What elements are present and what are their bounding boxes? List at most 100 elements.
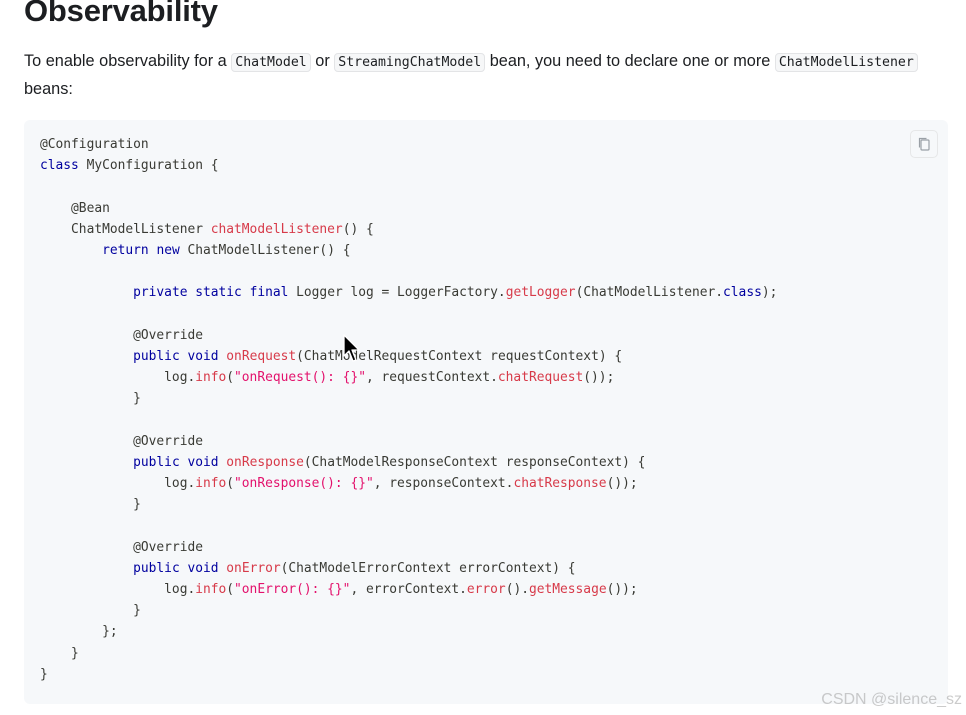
code-token: chatRequest (497, 370, 584, 386)
code-token: class (723, 285, 762, 301)
code-token: } (40, 391, 141, 407)
code-token: getLogger (505, 285, 576, 301)
code-token (40, 561, 133, 576)
code-token (40, 285, 133, 300)
code-token: ()); (583, 370, 615, 386)
inline-code-chatmodellistener: ChatModelListener (774, 53, 918, 72)
code-token: }; (40, 624, 118, 640)
code-line (40, 515, 777, 536)
code-token: @Configuration (40, 137, 149, 152)
code-token: (). (505, 581, 529, 597)
code-token: info (195, 476, 227, 491)
code-line: @Override (40, 431, 777, 452)
copy-button[interactable] (910, 130, 938, 158)
code-line: } (40, 643, 777, 664)
code-token: log. (40, 476, 196, 491)
code-token: public (133, 348, 180, 364)
code-token: ); (761, 285, 778, 301)
code-token: (ChatModelListener. (575, 285, 724, 301)
code-token: () { (342, 221, 374, 237)
code-token: ()); (606, 476, 638, 491)
code-line: public void onError(ChatModelErrorContex… (40, 558, 777, 579)
code-token: @Override (133, 327, 203, 343)
code-token: ()); (606, 581, 638, 597)
code-token: @Override (133, 539, 203, 555)
code-line: log.info("onError(): {}", errorContext.e… (40, 579, 777, 600)
code-token: , errorContext. (350, 581, 467, 597)
code-token (40, 540, 133, 555)
code-line: public void onResponse(ChatModelResponse… (40, 452, 777, 473)
code-line: }; (40, 621, 777, 642)
code-token: ( (226, 476, 235, 491)
code-token: error (466, 581, 506, 597)
code-token: } (40, 666, 48, 682)
code-token: } (40, 603, 141, 619)
code-line: class MyConfiguration { (40, 155, 777, 176)
code-line: return new ChatModelListener() { (40, 240, 777, 261)
code-token: new (156, 242, 180, 258)
code-token: Logger log = LoggerFactory. (288, 285, 506, 301)
code-line: } (40, 388, 777, 409)
code-line (40, 261, 777, 282)
code-token: (ChatModelErrorContext errorContext) { (280, 560, 576, 576)
code-token: onRequest (226, 348, 297, 364)
code-token: void (187, 560, 219, 576)
code-token: (ChatModelResponseContext responseContex… (303, 454, 646, 470)
code-token: void (187, 454, 219, 470)
code-token: void (187, 348, 219, 364)
code-line: log.info("onRequest(): {}", requestConte… (40, 367, 777, 388)
code-token: ( (226, 581, 235, 597)
intro-text-4: beans: (24, 80, 73, 98)
code-token: "onRequest(): {}" (234, 370, 366, 386)
code-token (40, 349, 133, 364)
watermark: CSDN @silence_sz (821, 691, 962, 708)
code-token: public (133, 560, 180, 576)
code-line: @Override (40, 537, 777, 558)
code-token: onResponse (226, 454, 304, 470)
inline-code-chatmodel: ChatModel (231, 53, 311, 72)
code-token: public (133, 454, 180, 470)
code-line: } (40, 494, 777, 515)
code-line: @Override (40, 325, 777, 346)
code-line (40, 409, 777, 430)
code-token: private (133, 285, 188, 301)
code-token: , requestContext. (365, 370, 498, 386)
code-token: log. (40, 370, 196, 386)
code-token (40, 243, 102, 258)
code-token (40, 434, 133, 449)
code-token: ( (226, 370, 235, 386)
code-token: info (195, 370, 227, 386)
code-line (40, 304, 777, 325)
intro-text-2: or (310, 52, 335, 70)
code-line: @Bean (40, 198, 777, 219)
intro-paragraph: To enable observability for a ChatModel … (24, 48, 944, 102)
code-token: final (249, 285, 289, 301)
code-token: log. (40, 581, 196, 597)
code-line: } (40, 600, 777, 621)
code-token: (ChatModelRequestContext requestContext)… (296, 348, 623, 364)
code-token: "onError(): {}" (234, 581, 351, 597)
code-line: private static final Logger log = Logger… (40, 282, 777, 303)
code-line: } (40, 664, 777, 685)
section-heading: Observability (24, 0, 218, 28)
inline-code-streamingchatmodel: StreamingChatModel (334, 53, 486, 72)
code-token: static (195, 285, 242, 301)
code-token: ChatModelListener (40, 221, 211, 237)
code-line: log.info("onResponse(): {}", responseCon… (40, 473, 777, 494)
code-content: @Configuration class MyConfiguration { @B… (40, 134, 777, 685)
code-token (40, 328, 133, 343)
code-token: return (102, 242, 149, 258)
code-token (40, 455, 133, 470)
code-token: chatModelListener (210, 221, 343, 237)
code-token: getMessage (528, 581, 607, 597)
code-token: } (40, 645, 79, 661)
code-line: @Configuration (40, 134, 777, 155)
code-token: @Bean (71, 200, 110, 216)
code-line: public void onRequest(ChatModelRequestCo… (40, 346, 777, 367)
code-token: onError (226, 560, 281, 576)
code-token (40, 201, 71, 216)
code-token: MyConfiguration { (78, 158, 219, 174)
code-token: info (195, 581, 227, 597)
code-line: ChatModelListener chatModelListener() { (40, 219, 777, 240)
code-line (40, 176, 777, 197)
